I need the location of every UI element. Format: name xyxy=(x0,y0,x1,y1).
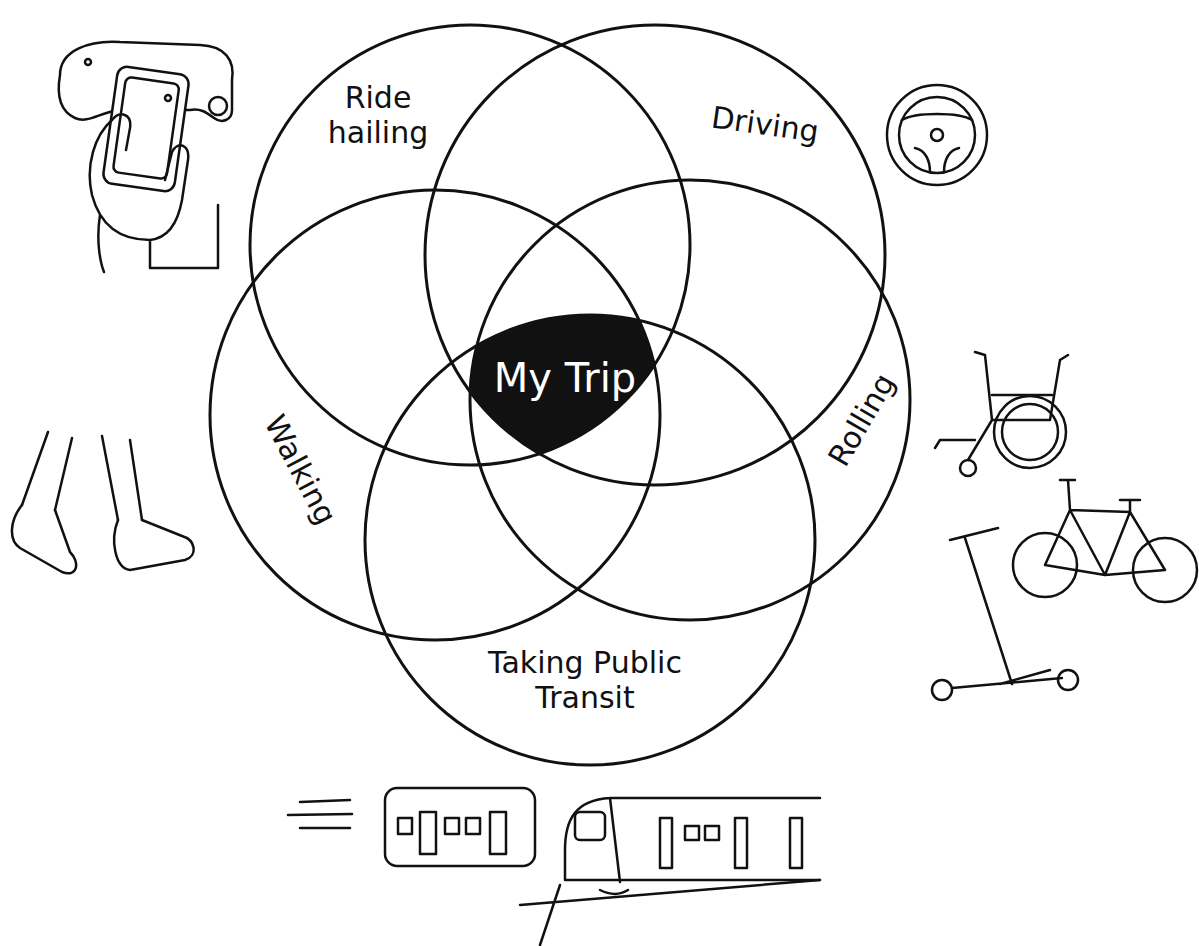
wheelchair-wheel xyxy=(994,396,1066,468)
wheel-rim xyxy=(887,85,987,185)
train-body xyxy=(565,798,820,882)
train-icon xyxy=(520,798,820,945)
wheelchair-frame xyxy=(935,352,1068,460)
circle-outline xyxy=(425,25,885,485)
wheel-spokes xyxy=(902,114,972,172)
bus-window xyxy=(445,818,459,834)
scooter-icon xyxy=(932,528,1078,700)
clip-group xyxy=(460,305,670,475)
wheelchair-wheel-inner xyxy=(1002,404,1058,460)
bus-icon xyxy=(288,788,535,866)
wheel-hub xyxy=(931,129,943,141)
mode-label: Walking xyxy=(238,374,362,567)
leg-left xyxy=(22,432,72,510)
train-door xyxy=(735,818,747,868)
bus-window xyxy=(466,818,480,834)
train-window xyxy=(705,826,719,840)
shoe-left xyxy=(12,505,76,573)
shoe-right xyxy=(114,520,193,570)
walking-feet-icon xyxy=(12,432,194,573)
scooter-wheel xyxy=(1058,670,1078,690)
bus-body xyxy=(385,788,535,866)
hand xyxy=(90,114,218,272)
train-window xyxy=(685,826,699,840)
bus-door xyxy=(490,812,506,854)
center-label: My Trip xyxy=(465,355,665,401)
speed-lines xyxy=(288,800,352,828)
train-cab-window xyxy=(575,812,605,840)
mode-label: Ride hailing xyxy=(313,81,443,150)
intersection-shape: My Trip xyxy=(460,305,670,475)
circle-outline xyxy=(365,315,815,765)
clip-group xyxy=(460,305,670,475)
wheelchair-caster xyxy=(960,460,976,476)
scooter-wheel xyxy=(932,680,952,700)
bike-frame xyxy=(1045,480,1165,575)
mode-label: Rolling xyxy=(797,325,927,515)
mode-label: Taking Public Transit xyxy=(460,646,710,715)
wheel-inner xyxy=(899,97,975,173)
phone xyxy=(102,66,190,193)
clip-group xyxy=(460,305,670,475)
mode-label: Driving xyxy=(664,94,867,156)
ride-hailing-illustration xyxy=(59,42,233,272)
bicycle-icon xyxy=(1013,480,1197,602)
wheelchair-icon xyxy=(935,352,1068,476)
node-outline xyxy=(421,21,889,489)
clip-group xyxy=(460,305,670,475)
venn-circle: Driving xyxy=(421,21,889,489)
train-door xyxy=(660,818,672,868)
circle-outline xyxy=(470,180,910,620)
bus-door xyxy=(420,812,436,854)
leg-right xyxy=(102,436,142,520)
bus-window xyxy=(398,818,412,834)
steering-wheel-icon xyxy=(887,85,987,185)
train-track xyxy=(520,880,820,945)
car-wheel xyxy=(209,97,227,115)
clip-group xyxy=(460,305,670,475)
scooter-frame xyxy=(950,528,1062,688)
train-door xyxy=(790,818,802,868)
intersection-fill xyxy=(460,305,670,475)
car-light xyxy=(85,59,91,65)
phone-button xyxy=(165,95,171,101)
